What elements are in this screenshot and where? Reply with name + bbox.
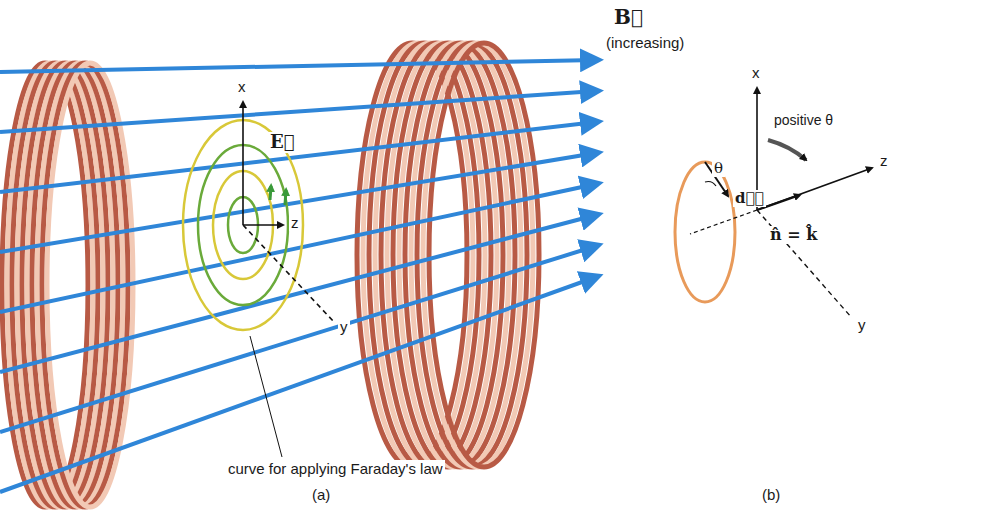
panel-label: (b) [760, 486, 782, 503]
axis-label: z [878, 152, 890, 169]
field-line [0, 91, 596, 132]
axis-label: y [856, 316, 868, 333]
coil-winding [417, 43, 527, 467]
field-note: (increasing) [604, 34, 686, 51]
field-line [0, 246, 596, 432]
magnetic-field-lines [0, 60, 596, 492]
field-line [0, 277, 596, 492]
angle-symbol: θ [712, 160, 725, 177]
axis-label: z [289, 214, 301, 231]
loop-figure-b [675, 88, 872, 318]
field-line [0, 60, 596, 72]
field-line [0, 215, 596, 372]
axis-label: x [750, 64, 762, 81]
panel-label: (a) [310, 486, 332, 503]
axis-label: x [236, 78, 248, 95]
field-symbol: E⃗ [268, 132, 297, 153]
curve-caption: curve for applying Faraday's law [226, 460, 445, 477]
angle-note: positive θ [772, 112, 835, 128]
normal-vector-label: n̂ = k̂ [768, 226, 819, 244]
axis-label: y [338, 318, 350, 335]
element-symbol: dℓ⃗ [733, 190, 766, 207]
axes-a [243, 102, 334, 457]
field-symbol: B⃗ [612, 6, 645, 29]
